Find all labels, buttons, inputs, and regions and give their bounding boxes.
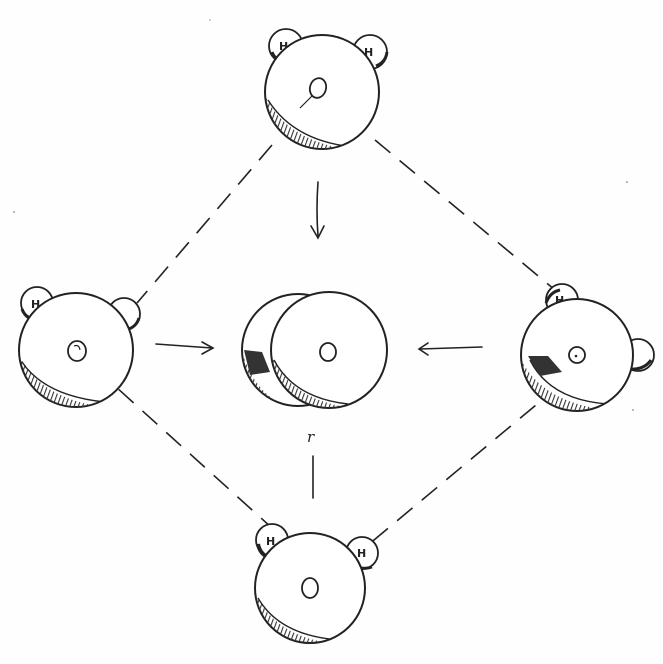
nucleus-inner — [73, 344, 81, 351]
hydrogen-shade — [629, 359, 653, 371]
orbital-line — [299, 95, 313, 109]
nucleus-right — [568, 346, 586, 364]
nucleus-bottom — [301, 577, 319, 599]
paper-specks — [13, 19, 634, 411]
hydrogen-label-left-top: H — [31, 298, 40, 311]
hydrogen-label-bottom-right: H — [357, 547, 366, 560]
hydrogen-shade — [544, 288, 561, 304]
molecule-right: H — [520, 283, 655, 412]
distance-label-r: r — [307, 428, 315, 446]
bond-right-bottom — [367, 384, 561, 546]
molecule-left: H — [18, 286, 141, 408]
nucleus-dot — [574, 354, 578, 358]
bond-top-left — [136, 144, 273, 304]
arrow-left-right — [417, 342, 483, 356]
molecule-top: H H — [264, 28, 389, 150]
arrows — [155, 181, 483, 499]
hydrogen-label-top-right: H — [364, 46, 373, 59]
hydrogen-label-top-left: H — [279, 40, 288, 53]
nucleus-left — [67, 340, 87, 362]
dashed-bonds — [94, 139, 561, 546]
nucleus-top — [308, 77, 328, 99]
arrow-right-left — [155, 341, 215, 355]
arrow-down-top — [310, 181, 325, 240]
hydrogen-shade — [375, 51, 389, 68]
hydrogen-label-right-top: H — [555, 294, 564, 307]
molecule-center — [241, 291, 388, 409]
nucleus-center — [319, 342, 337, 362]
molecule-bottom: H H — [254, 523, 379, 644]
bond-top-right — [374, 139, 556, 291]
bond-left-bottom — [94, 367, 273, 529]
hydrogen-label-bottom-left: H — [266, 535, 275, 548]
